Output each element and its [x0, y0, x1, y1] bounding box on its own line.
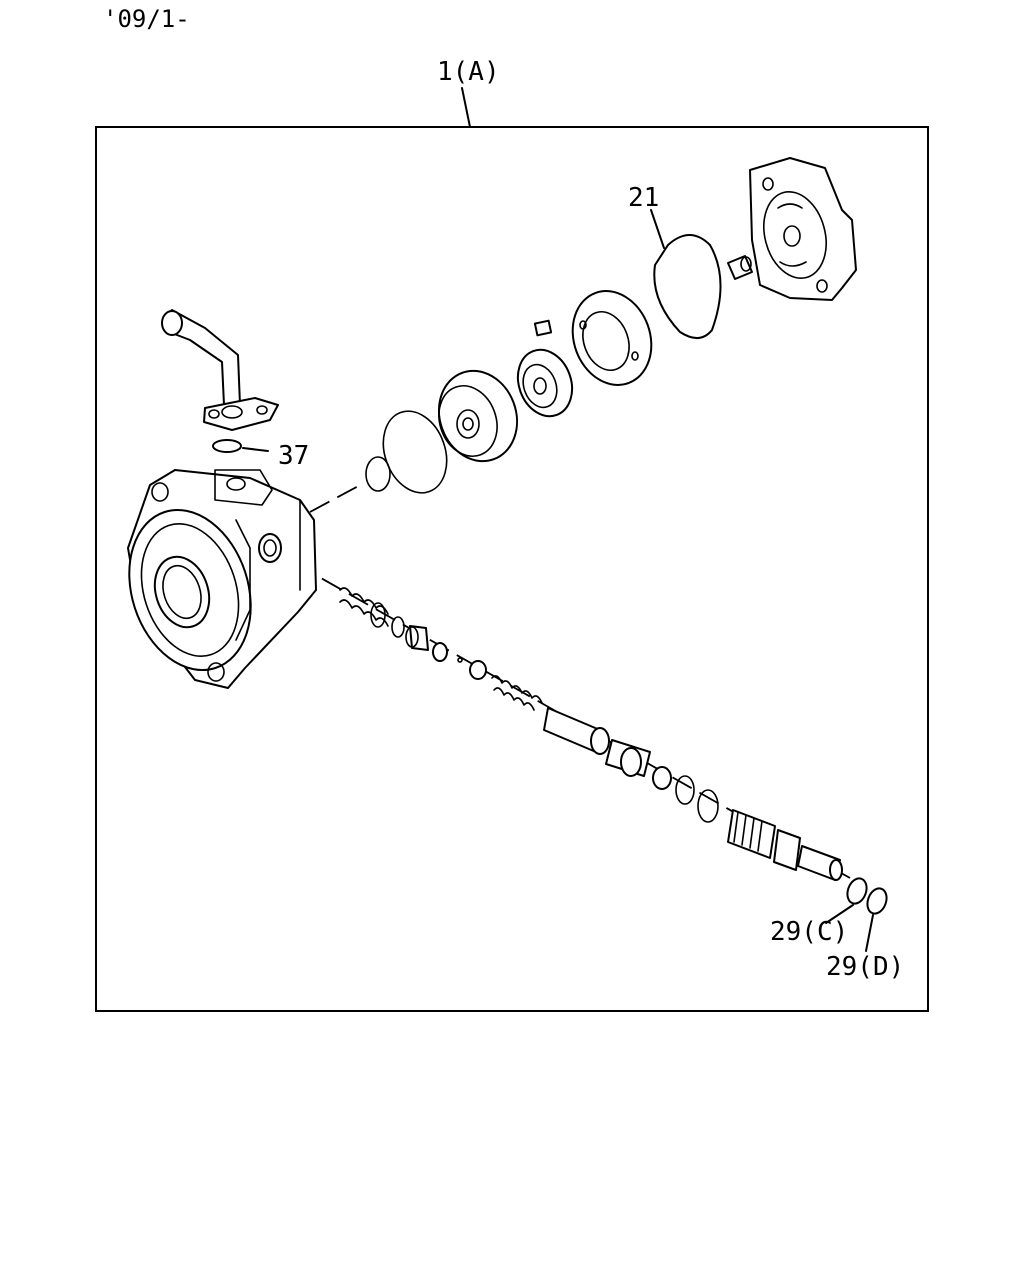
- assembly-leader: [461, 87, 471, 128]
- valve-seat-ring: [391, 616, 405, 638]
- inlet-pipe: [161, 309, 279, 431]
- cam-ring: [571, 290, 653, 386]
- large-oring: [382, 410, 448, 494]
- rotor: [516, 319, 574, 418]
- oring-37: [212, 439, 242, 453]
- valve-spring-small: [491, 675, 543, 711]
- valve-axis-line: [267, 547, 851, 879]
- callout-37: 37: [278, 441, 309, 471]
- oring-29d-leader: [865, 914, 874, 952]
- rear-cover: [749, 157, 857, 301]
- flow-control-spool: [543, 707, 651, 777]
- date-code: '09/1-: [103, 5, 190, 33]
- spool-oring-1: [675, 775, 695, 805]
- assembly-label: 1(A): [437, 57, 500, 87]
- top-axis-line: [309, 482, 365, 513]
- spool-oring-2: [697, 789, 719, 823]
- callout-29c: 29(C): [770, 917, 848, 947]
- dowel-pin: [727, 255, 753, 280]
- valve-spring-large: [339, 587, 389, 628]
- callout-21: 21: [628, 183, 659, 213]
- connector-fitting: [727, 809, 843, 881]
- oring-29d: [866, 887, 888, 915]
- pump-housing: [127, 469, 317, 689]
- valve-sleeve: [405, 625, 429, 651]
- gasket-21-leader: [650, 209, 665, 249]
- valve-washer: [432, 642, 448, 662]
- spool-seal-ring: [652, 766, 672, 790]
- valve-retainer: [469, 660, 487, 680]
- oring-37-leader: [242, 447, 269, 452]
- callout-29d: 29(D): [826, 952, 904, 982]
- oring-29c-leader: [825, 904, 854, 924]
- assembly-frame: [95, 126, 929, 1012]
- vane: [533, 319, 553, 337]
- side-plate: [437, 369, 519, 463]
- oring-29c: [846, 877, 868, 905]
- small-seal-ring: [365, 456, 391, 492]
- gasket-21: [653, 234, 722, 339]
- check-ball: [457, 657, 463, 663]
